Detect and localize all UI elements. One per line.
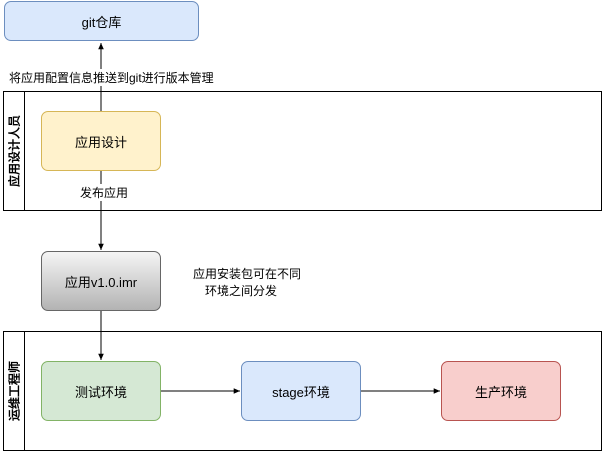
publish-label: 发布应用: [79, 184, 130, 201]
push-to-git-label: 将应用配置信息推送到git进行版本管理: [8, 69, 215, 86]
distribution-note-line1: 应用安装包可在不同: [193, 267, 302, 281]
distribution-note-line2: 环境之间分发: [205, 284, 278, 298]
ops-lane-header: 运维工程师: [4, 332, 25, 450]
ops-lane-title: 运维工程师: [7, 360, 22, 422]
stage-env-node[interactable]: stage环境: [241, 361, 361, 421]
git-repo-node[interactable]: git仓库: [4, 1, 199, 41]
test-env-node[interactable]: 测试环境: [41, 361, 161, 421]
designer-lane-header: 应用设计人员: [4, 92, 25, 210]
app-package-node[interactable]: 应用v1.0.imr: [41, 251, 161, 311]
designer-lane-title: 应用设计人员: [7, 114, 22, 188]
app-design-node[interactable]: 应用设计: [41, 111, 161, 171]
prod-env-node[interactable]: 生产环境: [441, 361, 561, 421]
